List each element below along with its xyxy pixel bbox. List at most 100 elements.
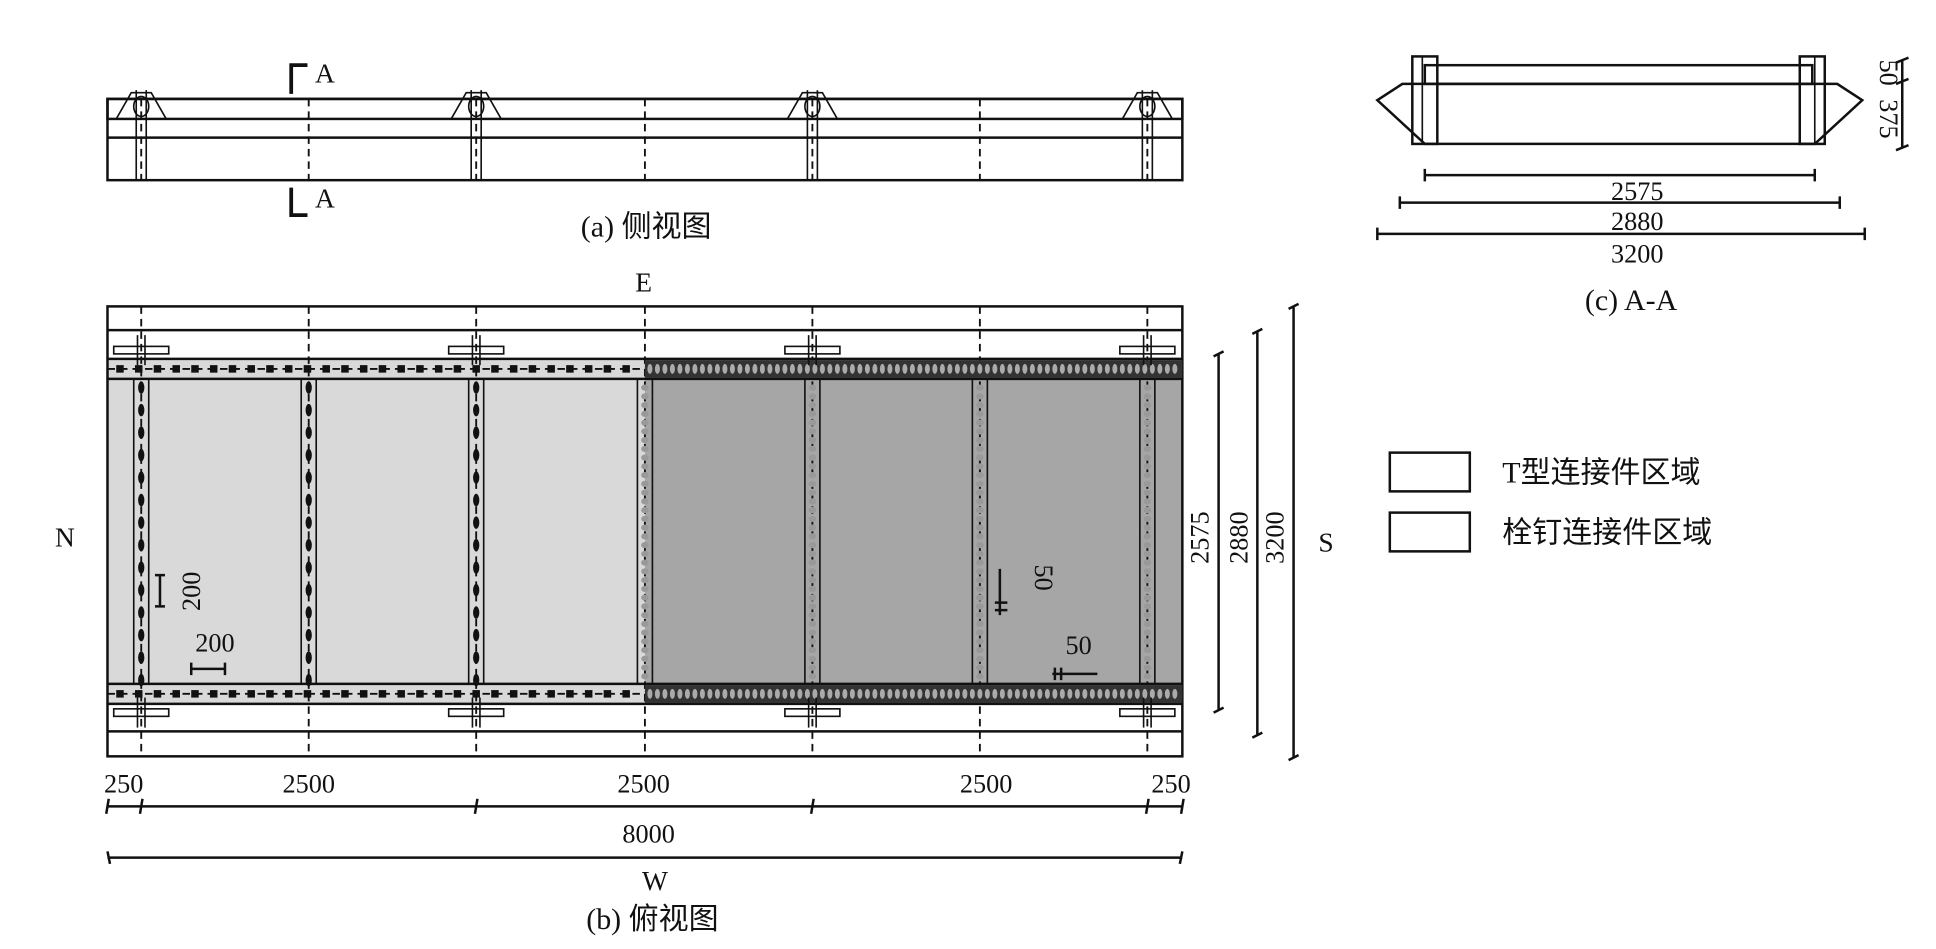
- stud-connector: [808, 594, 817, 601]
- t-connector: [547, 690, 555, 698]
- t-connector: [228, 690, 237, 698]
- stud-connector: [976, 646, 984, 654]
- t-connector: [491, 690, 499, 698]
- stud-connector: [1143, 410, 1152, 418]
- stud-connector: [976, 576, 984, 584]
- stud-connector: [887, 363, 893, 374]
- dim-end-right: 250: [1151, 770, 1190, 799]
- stud-connector: [737, 688, 743, 699]
- stud-connector: [654, 363, 660, 374]
- stud-connector: [976, 515, 984, 522]
- t-connector: [138, 471, 145, 484]
- dim-tick: [1144, 798, 1150, 815]
- stud-connector: [1119, 363, 1125, 374]
- t-connector: [153, 365, 162, 373]
- t-connector: [472, 690, 480, 698]
- stud-connector: [641, 550, 649, 557]
- stud-connector: [759, 363, 765, 374]
- stud-connector: [1143, 550, 1152, 557]
- stud-connector: [641, 472, 649, 479]
- stud-connector: [767, 363, 773, 374]
- stud-connector: [999, 363, 1005, 374]
- stud-connector: [924, 363, 930, 374]
- t-connector: [191, 365, 199, 373]
- stud-connector: [1157, 688, 1163, 699]
- stud-connector: [1007, 363, 1013, 374]
- stud-spacing-horizontal: 50: [1065, 631, 1091, 660]
- dim-tick: [138, 798, 144, 815]
- direction-south: S: [1318, 527, 1333, 557]
- t-connector: [509, 690, 518, 698]
- stud-connector: [714, 363, 720, 374]
- stud-connector: [976, 664, 984, 671]
- stud-connector: [808, 611, 817, 619]
- t-connector: [138, 561, 145, 574]
- stud-spacing-vertical: 50: [1029, 564, 1058, 590]
- stud-connector: [1143, 603, 1152, 610]
- stud-connector: [842, 688, 848, 699]
- stud-connector: [641, 638, 649, 645]
- stud-connector: [1143, 454, 1152, 461]
- t-connector: [528, 365, 537, 373]
- t-connector: [138, 628, 145, 642]
- stud-connector: [641, 524, 649, 531]
- stud-connector: [808, 603, 817, 610]
- stud-connector: [976, 541, 984, 549]
- lug-hole-icon: [1139, 95, 1156, 118]
- stud-connector: [808, 445, 817, 453]
- t-connector: [622, 365, 630, 373]
- stud-connector: [808, 655, 817, 662]
- t-connector: [138, 381, 145, 394]
- stud-connector: [774, 688, 780, 699]
- t-connector: [138, 448, 145, 462]
- section-width-2575: 2575: [1611, 177, 1663, 206]
- legend-swatch-stud-connector: [1388, 511, 1472, 553]
- stud-connector: [999, 688, 1005, 699]
- stud-connector: [699, 688, 705, 699]
- t-connector: [266, 365, 274, 373]
- stud-connector: [954, 363, 960, 374]
- lug-hole-icon: [132, 95, 150, 118]
- stud-connector: [1044, 688, 1050, 699]
- cross-beam: [1139, 378, 1156, 685]
- stud-connector: [976, 498, 984, 505]
- stud-connector: [808, 585, 817, 592]
- dim-width-2575: 2575: [1186, 511, 1215, 563]
- stud-connector: [992, 363, 998, 374]
- t-connector: [284, 690, 293, 698]
- t-connector: [491, 365, 499, 373]
- t-connector: [322, 365, 330, 373]
- dim-width-3200: 3200: [1261, 511, 1290, 563]
- stud-connector: [647, 688, 653, 699]
- stud-connector: [977, 363, 983, 374]
- t-connector: [378, 365, 387, 373]
- stud-connector: [1014, 688, 1020, 699]
- stud-connector: [669, 688, 675, 699]
- t-connector: [138, 493, 145, 507]
- t-connector: [473, 561, 480, 574]
- t-connector: [247, 365, 255, 373]
- stud-connector: [976, 611, 984, 619]
- t-connector: [138, 403, 145, 417]
- stud-connector: [1044, 363, 1050, 374]
- direction-north: N: [55, 522, 75, 552]
- stud-connector: [641, 463, 649, 470]
- stud-connector: [692, 688, 698, 699]
- stud-connector: [976, 402, 984, 409]
- stud-connector: [808, 576, 817, 584]
- stud-connector: [744, 688, 750, 699]
- dim-tick: [105, 798, 110, 815]
- stud-connector: [819, 363, 825, 374]
- stud-connector: [677, 363, 683, 374]
- stud-connector: [1112, 688, 1118, 699]
- dim-total-length: 8000: [622, 820, 674, 849]
- stud-connector: [782, 688, 788, 699]
- stud-connector: [808, 646, 817, 654]
- stud-connector: [808, 559, 817, 566]
- t-connector: [134, 690, 143, 698]
- stud-connector: [827, 688, 833, 699]
- stud-connector: [976, 437, 984, 444]
- stud-connector: [887, 688, 893, 699]
- stud-connector: [1149, 363, 1155, 374]
- stud-connector: [1143, 568, 1152, 575]
